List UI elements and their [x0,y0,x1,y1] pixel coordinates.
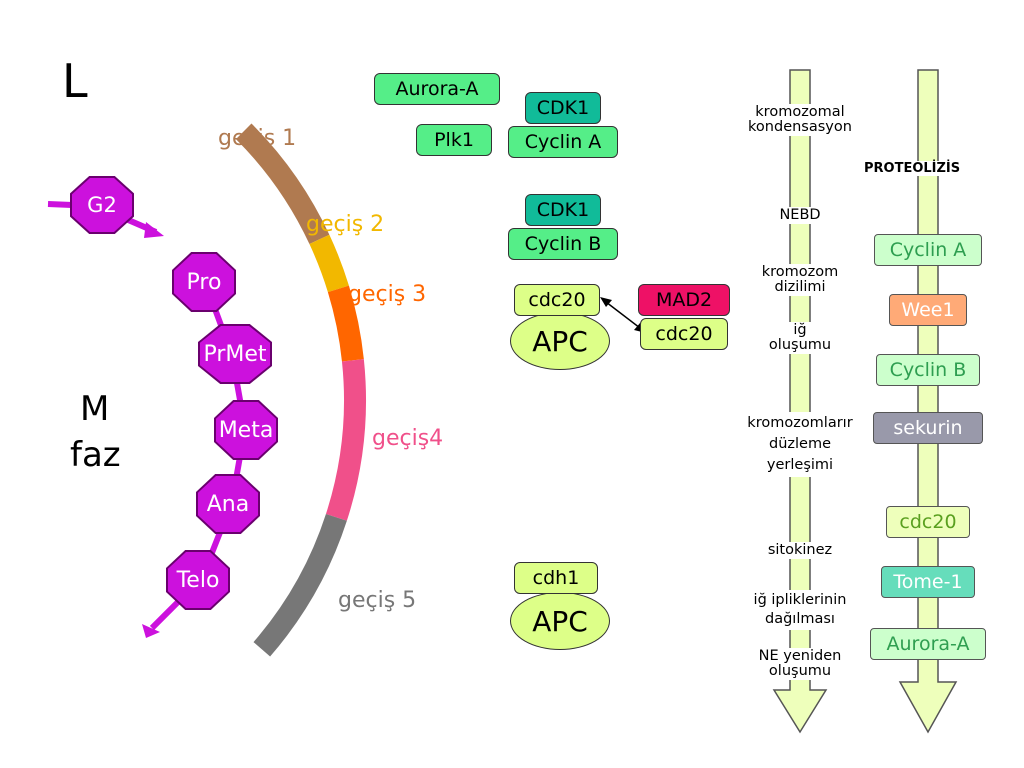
event-condensation-line2: kondensasyon [748,119,852,136]
transition-label-5: geçiş 5 [338,588,417,613]
events-arrow [772,69,828,734]
event-spindle-disassembly-line2: dağılması [765,610,835,627]
proteolysis-item-cyclin-a: Cyclin A [874,234,982,266]
event-cytokinesis-line1: sitokinez [767,542,833,558]
event-alignment-line1: kromozom [761,264,839,280]
transition-label-3: geçiş 3 [348,282,427,307]
event-condensation-line1: kromozomal [755,104,845,120]
phase-label-m: M [80,389,110,429]
cdc20-activator-box: cdc20 [514,284,600,316]
event-spindle-disassembly: iğ ipliklerinin dağılması [728,590,872,630]
event-spindle-disassembly-line1: iğ ipliklerinin [753,592,847,608]
event-alignment-line2: dizilimi [774,279,826,296]
event-ne-reformation-line1: NE yeniden [758,648,842,664]
proteolysis-title: PROTEOLİZİS [862,161,963,176]
event-spindle: iğ oluşumu [756,322,844,355]
event-nebd: NEBD [760,207,840,225]
transition-arc-segment-1 [235,123,330,245]
event-congression-line1: kromozomlarır [747,415,853,431]
transition-label-4: geçiş4 [372,426,444,451]
transition-label-2: geçiş 2 [306,212,385,237]
transition-arc-segment-4 [325,359,366,521]
stage-ana: Ana [198,476,258,532]
event-alignment: kromozom dizilimi [744,264,856,297]
cdk1-b-box: CDK1 [525,194,601,226]
cyclin-a-box: Cyclin A [508,126,618,158]
plk1-box: Plk1 [416,124,492,156]
mad2-box: MAD2 [638,284,730,316]
event-congression: kromozomlarır düzleme yerleşimi [730,412,870,478]
phase-label-faz: faz [70,435,121,475]
proteolysis-item-cyclin-b: Cyclin B [876,354,980,386]
proteolysis-item-tome-1: Tome-1 [881,566,975,598]
event-ne-reformation-line2: oluşumu [768,663,832,680]
cdc20-checkpoint-box: cdc20 [640,318,728,350]
event-cytokinesis: sitokinez [750,542,850,560]
corner-label: L [62,54,88,108]
stage-prmet: PrMet [200,326,270,382]
transition-arc-segment-5 [253,513,347,657]
cdk1-a-box: CDK1 [525,92,601,124]
apc-bottom-ellipse: APC [510,592,610,650]
proteolysis-item-sekurin: sekurin [873,412,983,444]
event-spindle-line1: iğ [793,322,807,338]
proteolysis-item-wee1: Wee1 [889,294,967,326]
aurora-a-box: Aurora-A [374,73,500,105]
transition-arc-segment-3 [327,285,364,362]
proteolysis-item-cdc20: cdc20 [886,506,970,538]
stage-telo: Telo [168,552,228,608]
transition-arc-segment-2 [309,234,349,293]
stage-g2: G2 [72,178,132,232]
event-congression-line2: düzleme [768,436,831,453]
proteolysis-item-aurora-a: Aurora-A [870,628,986,660]
transition-arc [235,123,366,657]
apc-top-ellipse: APC [510,312,610,370]
cdh1-activator-box: cdh1 [514,562,598,594]
event-nebd-line1: NEBD [779,207,821,223]
stage-meta: Meta [216,402,276,458]
event-spindle-line2: oluşumu [768,337,832,354]
event-condensation: kromozomal kondensasyon [736,104,864,137]
transition-label-1: geçiş 1 [218,126,297,151]
cyclin-b-box: Cyclin B [508,228,618,260]
stage-pro: Pro [174,254,234,310]
event-ne-reformation: NE yeniden oluşumu [730,648,870,681]
event-congression-line3: yerleşimi [766,457,834,474]
